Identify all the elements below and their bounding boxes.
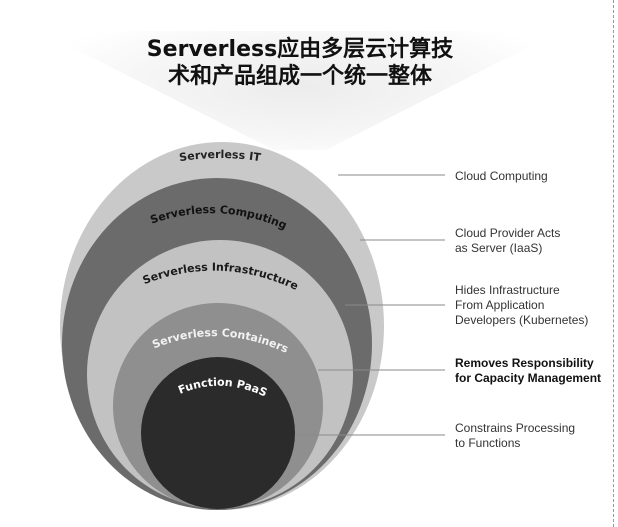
- title-line-2: 术和产品组成一个统一整体: [167, 64, 432, 89]
- description-line: as Server (IaaS): [455, 241, 543, 255]
- layer-function-paas: [141, 357, 295, 509]
- description-4: Constrains Processing to Functions: [455, 421, 575, 451]
- title-line-1: Serverless应由多层云计算技: [146, 37, 454, 62]
- ring-label: Serverless IT: [178, 148, 262, 164]
- description-line: Removes Responsibility: [455, 356, 594, 370]
- description-line: Cloud Provider Acts: [455, 226, 561, 240]
- diagram-title: Serverless应由多层云计算技 术和产品组成一个统一整体: [0, 36, 600, 90]
- description-2: Hides Infrastructure From Application De…: [455, 283, 588, 328]
- description-3: Removes Responsibility for Capacity Mana…: [455, 356, 601, 386]
- description-line: Constrains Processing: [455, 421, 576, 435]
- description-0: Cloud Computing: [455, 169, 548, 184]
- description-line: Hides Infrastructure: [455, 283, 560, 297]
- description-1: Cloud Provider Acts as Server (IaaS): [455, 226, 560, 256]
- dashed-divider: [613, 0, 614, 527]
- description-line: Cloud Computing: [455, 169, 548, 183]
- description-line: Developers (Kubernetes): [455, 313, 589, 327]
- description-line: for Capacity Management: [455, 371, 602, 385]
- layer-label-0: Serverless IT: [178, 148, 262, 164]
- description-line: to Functions: [455, 436, 521, 450]
- description-line: From Application: [455, 298, 545, 312]
